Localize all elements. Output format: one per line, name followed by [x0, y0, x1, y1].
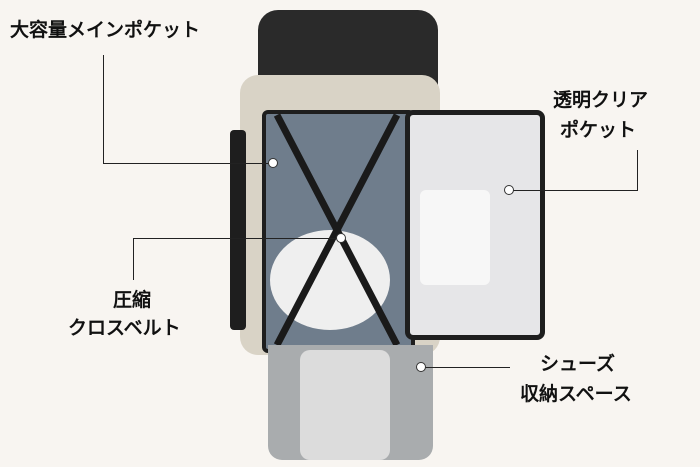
callout-dot: [336, 233, 346, 243]
callout-main-pocket: 大容量メインポケット: [10, 19, 201, 41]
callout-clear-pocket-1: 透明クリア: [553, 89, 649, 111]
callout-cross-belt-1: 圧縮: [113, 289, 152, 311]
cross-belt: [273, 113, 401, 347]
leader-line: [508, 190, 638, 191]
leader-line: [420, 367, 510, 368]
callout-dot: [416, 362, 426, 372]
callout-shoe-space-2: 収納スペース: [520, 383, 632, 405]
leader-line: [637, 150, 638, 190]
callout-dot: [268, 158, 278, 168]
leader-line: [103, 163, 273, 164]
leader-line: [133, 238, 340, 239]
toiletries: [420, 190, 490, 285]
side-handle: [230, 130, 246, 330]
leader-line: [133, 238, 134, 280]
callout-clear-pocket-2: ポケット: [560, 119, 637, 141]
callout-dot: [504, 185, 514, 195]
leader-line: [103, 55, 104, 163]
callout-cross-belt-2: クロスベルト: [68, 317, 181, 339]
callout-shoe-space-1: シューズ: [540, 353, 616, 375]
shoes: [300, 350, 390, 460]
